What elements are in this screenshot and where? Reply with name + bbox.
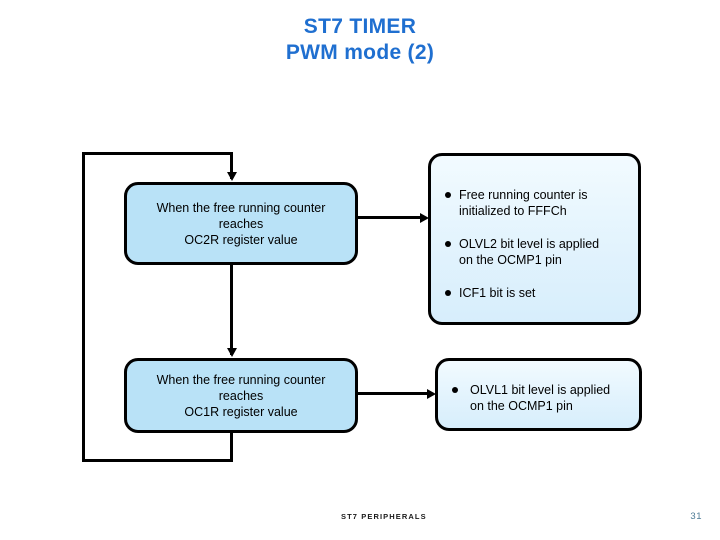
condition-oc2r-line-2: reaches bbox=[218, 216, 264, 231]
footer-label: ST7 PERIPHERALS bbox=[341, 512, 427, 521]
arrowhead-right-icon bbox=[420, 213, 429, 223]
page-title: ST7 TIMER PWM mode (2) bbox=[0, 14, 720, 66]
condition-oc2r-line-1: When the free running counter bbox=[156, 200, 326, 215]
effect-oc2r-bullet-2: OLVL2 bit level is applied on the OCMP1 … bbox=[445, 236, 624, 268]
loop-connector-entry bbox=[230, 152, 233, 179]
bullet-text: on the OCMP1 pin bbox=[470, 399, 573, 413]
node-effect-oc2r: Free running counter is initialized to F… bbox=[428, 153, 641, 325]
connector-oc1r-to-effect bbox=[356, 392, 432, 395]
title-line-1: ST7 TIMER bbox=[303, 15, 417, 38]
loop-connector-spine bbox=[82, 152, 85, 462]
loop-connector-top bbox=[82, 152, 233, 155]
connector-oc2r-to-oc1r bbox=[230, 263, 233, 355]
bullet-text: ICF1 bit is set bbox=[459, 286, 536, 300]
footer-page-number: 31 bbox=[690, 511, 702, 522]
arrowhead-down-icon bbox=[227, 172, 237, 181]
arrowhead-down-icon bbox=[227, 348, 237, 357]
bullet-text: on the OCMP1 pin bbox=[459, 253, 562, 267]
bullet-text: Free running counter is bbox=[459, 188, 588, 202]
title-line-2: PWM mode (2) bbox=[285, 41, 435, 64]
effect-oc2r-bullet-1: Free running counter is initialized to F… bbox=[445, 187, 624, 219]
bullet-dot-icon bbox=[452, 387, 458, 393]
node-condition-oc1r: When the free running counter reaches OC… bbox=[124, 358, 358, 433]
connector-oc2r-to-effect bbox=[356, 216, 424, 219]
loop-connector-return-riser bbox=[230, 431, 233, 462]
bullet-text: initialized to FFFCh bbox=[459, 204, 567, 218]
bullet-text: OLVL2 bit level is applied bbox=[459, 237, 600, 251]
condition-oc2r-line-3: OC2R register value bbox=[184, 232, 298, 247]
bullet-dot-icon bbox=[445, 290, 451, 296]
node-condition-oc2r: When the free running counter reaches OC… bbox=[124, 182, 358, 265]
effect-oc2r-bullet-list: Free running counter is initialized to F… bbox=[445, 187, 624, 301]
bullet-text: OLVL1 bit level is applied bbox=[470, 383, 611, 397]
condition-oc1r-line-1: When the free running counter bbox=[156, 372, 326, 387]
effect-oc2r-bullet-3: ICF1 bit is set bbox=[445, 285, 624, 301]
condition-oc1r-line-2: reaches bbox=[218, 388, 264, 403]
effect-oc1r-bullet-1: OLVL1 bit level is applied on the OCMP1 … bbox=[452, 382, 627, 414]
node-effect-oc1r: OLVL1 bit level is applied on the OCMP1 … bbox=[435, 358, 642, 431]
effect-oc1r-bullet-list: OLVL1 bit level is applied on the OCMP1 … bbox=[452, 382, 627, 414]
arrowhead-right-icon bbox=[427, 389, 436, 399]
bullet-dot-icon bbox=[445, 192, 451, 198]
bullet-dot-icon bbox=[445, 241, 451, 247]
condition-oc1r-line-3: OC1R register value bbox=[184, 404, 298, 419]
loop-connector-bottom bbox=[82, 459, 233, 462]
